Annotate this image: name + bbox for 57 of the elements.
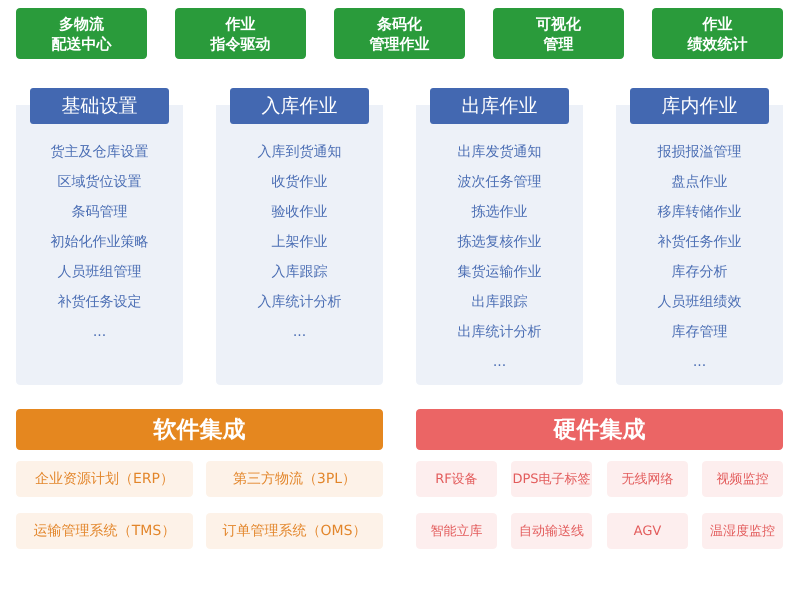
function-item: 出库发货通知 — [458, 143, 542, 162]
function-item: 补货任务作业 — [658, 233, 742, 252]
function-item: 人员班组绩效 — [658, 293, 742, 312]
module-panel — [16, 88, 183, 385]
module-heading: 库内作业 — [630, 88, 769, 124]
function-item: 人员班组管理 — [58, 263, 142, 282]
integration-card: 第三方物流（3PL） — [206, 461, 383, 497]
module-heading: 基础设置 — [30, 88, 169, 124]
function-item: 报损报溢管理 — [658, 143, 742, 162]
function-item: 补货任务设定 — [58, 293, 142, 312]
function-item: 入库统计分析 — [258, 293, 342, 312]
function-item: 库存分析 — [672, 263, 728, 282]
module-heading: 出库作业 — [430, 88, 569, 124]
feature-tag: 作业绩效统计 — [652, 8, 783, 59]
function-item: 入库跟踪 — [272, 263, 328, 282]
function-item: 盘点作业 — [672, 173, 728, 192]
function-item: 库存管理 — [672, 323, 728, 342]
function-item: 出库跟踪 — [472, 293, 528, 312]
function-item: 货主及仓库设置 — [50, 143, 148, 162]
feature-tag: 条码化管理作业 — [334, 8, 465, 59]
function-item: 出库统计分析 — [458, 323, 542, 342]
function-item: 拣选复核作业 — [458, 233, 542, 252]
feature-tag: 可视化管理 — [493, 8, 624, 59]
integration-card: 温湿度监控 — [702, 513, 783, 549]
function-item: 入库到货通知 — [258, 143, 342, 162]
function-item: 验收作业 — [272, 203, 328, 222]
category-banner: 软件集成 — [16, 409, 383, 450]
integration-card: 视频监控 — [702, 461, 783, 497]
function-item: 移库转储作业 — [658, 203, 742, 222]
feature-tag: 作业指令驱动 — [175, 8, 306, 59]
module-panel — [616, 88, 783, 385]
module-panel — [416, 88, 583, 385]
more-items-text: ... — [92, 323, 106, 342]
integration-card: 智能立库 — [416, 513, 497, 549]
category-banner: 硬件集成 — [416, 409, 783, 450]
more-items-text: ... — [492, 353, 506, 372]
integration-card: AGV — [607, 513, 688, 549]
function-item: 上架作业 — [272, 233, 328, 252]
function-item: 集货运输作业 — [458, 263, 542, 282]
module-panel — [216, 88, 383, 385]
function-item: 拣选作业 — [472, 203, 528, 222]
integration-card: 无线网络 — [607, 461, 688, 497]
more-items-text: ... — [692, 353, 706, 372]
function-item: 区域货位设置 — [58, 173, 142, 192]
feature-tag: 多物流配送中心 — [16, 8, 147, 59]
integration-card: 自动输送线 — [511, 513, 592, 549]
function-item: 初始化作业策略 — [50, 233, 148, 252]
integration-card: DPS电子标签 — [511, 461, 592, 497]
function-item: 条码管理 — [72, 203, 128, 222]
function-item: 波次任务管理 — [458, 173, 542, 192]
integration-card: RF设备 — [416, 461, 497, 497]
integration-card: 运输管理系统（TMS） — [16, 513, 193, 549]
function-item: 收货作业 — [272, 173, 328, 192]
integration-card: 订单管理系统（OMS） — [206, 513, 383, 549]
integration-card: 企业资源计划（ERP） — [16, 461, 193, 497]
module-heading: 入库作业 — [230, 88, 369, 124]
more-items-text: ... — [292, 323, 306, 342]
